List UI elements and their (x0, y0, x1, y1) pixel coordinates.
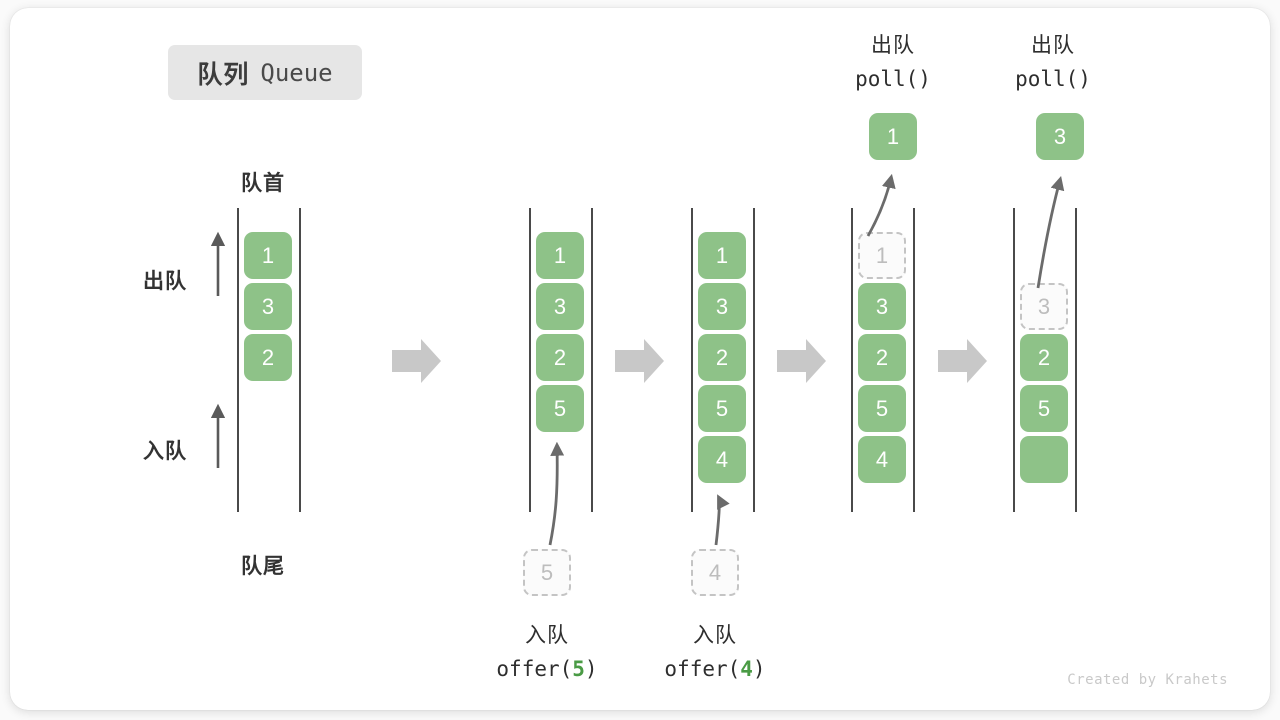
incoming-ghost-cell: 4 (691, 549, 739, 596)
queue-cell[interactable]: 2 (858, 334, 906, 381)
op-pre: poll( (1015, 66, 1079, 91)
op-arg: 4 (740, 656, 753, 681)
title-english: Queue (260, 58, 333, 87)
op-arg: 5 (572, 656, 585, 681)
operation-label-offer-4: 入队 offer(4) (630, 620, 800, 685)
title-chinese: 队列 (197, 60, 250, 89)
op-pre: offer( (664, 656, 741, 681)
op-post: ) (584, 656, 598, 681)
queue-cell[interactable]: 2 (698, 334, 746, 381)
queue-cell[interactable]: 3 (858, 283, 906, 330)
queue-cell[interactable]: 5 (698, 385, 746, 432)
operation-name: 出队 (1031, 34, 1075, 57)
op-post: ) (1078, 66, 1091, 91)
operation-name: 入队 (693, 624, 737, 647)
queue-cell[interactable]: 2 (536, 334, 584, 381)
queue-column-initial: 1 3 2 (244, 232, 292, 381)
enqueue-direction-label: 入队 (143, 440, 187, 463)
operation-label-offer-5: 入队 offer(5) (462, 620, 632, 685)
queue-tail-label: 队尾 (241, 555, 285, 578)
queue-cell[interactable]: 3 (244, 283, 292, 330)
queue-cell[interactable]: 2 (244, 334, 292, 381)
queue-column-after-offer-4: 1 3 2 5 4 (698, 232, 746, 483)
diagram-card: 队列 Queue 队首 队尾 出队 入队 1 3 2 1 3 2 5 5 入队 … (10, 8, 1270, 710)
queue-cell[interactable]: 4 (858, 436, 906, 483)
rail-left-col4 (851, 208, 853, 512)
op-post: ) (752, 656, 766, 681)
operation-label-poll-3: 出队 poll() (968, 30, 1138, 95)
queue-cell[interactable]: 5 (1020, 385, 1068, 432)
op-pre: offer( (496, 656, 573, 681)
queue-cell[interactable]: 3 (536, 283, 584, 330)
queue-cell[interactable]: 1 (244, 232, 292, 279)
rail-right-col5 (1075, 208, 1077, 512)
operation-name: 出队 (871, 34, 915, 57)
rail-left-col5 (1013, 208, 1015, 512)
rail-right-col2 (591, 208, 593, 512)
operation-signature: poll() (968, 63, 1138, 96)
dequeue-direction-label: 出队 (143, 270, 187, 293)
rail-right-col3 (753, 208, 755, 512)
incoming-ghost-cell: 5 (523, 549, 571, 596)
operation-signature: offer(4) (630, 653, 800, 686)
queue-column-after-poll-3: 3 2 5 (1020, 232, 1068, 483)
operation-signature: offer(5) (462, 653, 632, 686)
queue-cell[interactable]: 2 (1020, 334, 1068, 381)
operation-signature: poll() (808, 63, 978, 96)
queue-cell[interactable]: 4 (698, 436, 746, 483)
rail-right-col1 (299, 208, 301, 512)
op-pre: poll( (855, 66, 919, 91)
rail-left-col1 (237, 208, 239, 512)
rail-right-col4 (913, 208, 915, 512)
op-post: ) (918, 66, 931, 91)
queue-cell[interactable]: 1 (698, 232, 746, 279)
rail-left-col3 (691, 208, 693, 512)
queue-cell[interactable]: 1 (536, 232, 584, 279)
queue-head-label: 队首 (241, 172, 285, 195)
queue-cell-removed: 3 (1020, 283, 1068, 330)
operation-name: 入队 (525, 624, 569, 647)
rail-left-col2 (529, 208, 531, 512)
queue-column-after-offer-5: 1 3 2 5 (536, 232, 584, 432)
ejected-cell: 3 (1036, 113, 1084, 160)
ejected-cell: 1 (869, 113, 917, 160)
queue-cell-removed: 1 (858, 232, 906, 279)
diagram-title-badge: 队列 Queue (168, 45, 362, 100)
queue-column-after-poll-1: 1 3 2 5 4 (858, 232, 906, 483)
operation-label-poll-1: 出队 poll() (808, 30, 978, 95)
queue-cell[interactable]: 3 (698, 283, 746, 330)
queue-cell[interactable] (1020, 436, 1068, 483)
footer-credit: Created by Krahets (1067, 672, 1228, 688)
queue-cell[interactable]: 5 (536, 385, 584, 432)
queue-cell[interactable]: 5 (858, 385, 906, 432)
